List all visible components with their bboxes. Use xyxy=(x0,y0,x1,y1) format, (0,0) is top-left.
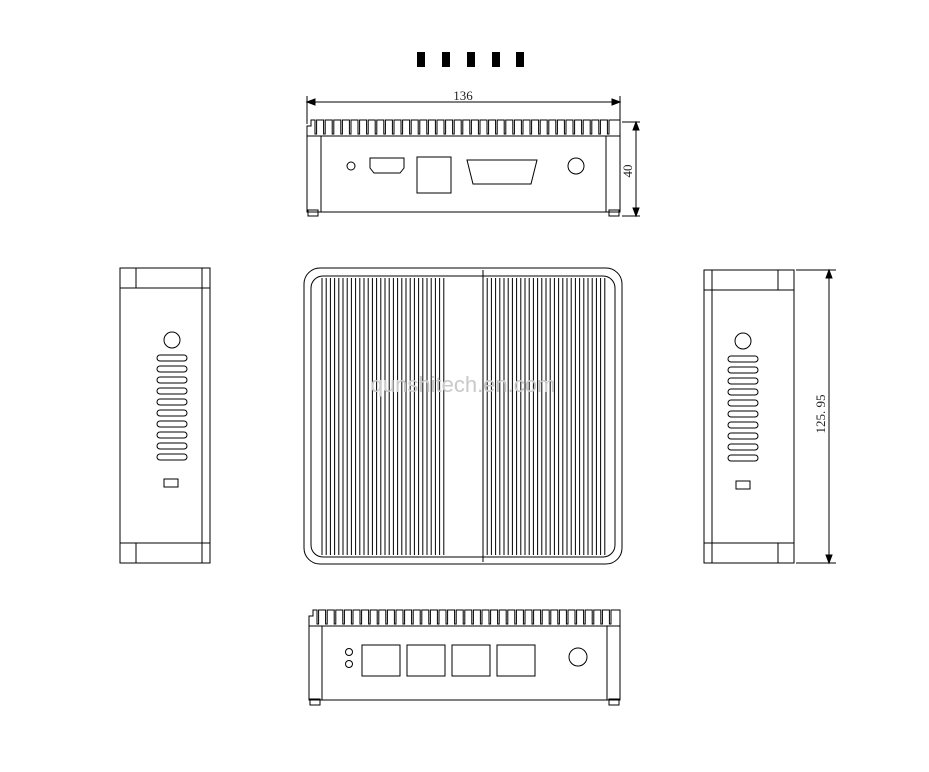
vent-slot xyxy=(156,354,188,362)
vent-slot xyxy=(156,409,188,417)
hdmi-port xyxy=(369,157,405,174)
vent-circle xyxy=(734,332,752,350)
vent-slot xyxy=(156,387,188,395)
heatsink-fins xyxy=(308,609,621,627)
vent-slots xyxy=(727,355,759,462)
front-view: 136 40 xyxy=(305,88,640,218)
vent-slot xyxy=(727,410,759,418)
lock-slot xyxy=(163,478,179,488)
fin-profile xyxy=(306,119,621,136)
vent-slot xyxy=(156,431,188,439)
led-hole xyxy=(346,161,356,171)
vent-slot xyxy=(156,398,188,406)
height-dimension-label: 40 xyxy=(620,165,635,178)
vent-slot xyxy=(727,366,759,374)
lan-port-2 xyxy=(406,644,446,677)
vent-circle xyxy=(163,331,181,349)
led-indicator xyxy=(345,660,353,668)
vent-slot xyxy=(727,443,759,451)
width-dimension-label: 136 xyxy=(453,88,473,103)
vent-slot xyxy=(156,420,188,428)
power-jack xyxy=(567,157,585,175)
right-side-view: 125. 95 xyxy=(703,268,836,565)
width-dimension: 136 xyxy=(305,88,622,124)
vent-slot xyxy=(727,421,759,429)
height-dimension: 40 xyxy=(620,120,640,218)
lan-port-4 xyxy=(496,644,536,677)
led-indicator xyxy=(345,648,353,656)
vent-slot xyxy=(727,454,759,462)
power-button xyxy=(568,647,588,667)
lan-port-1 xyxy=(361,644,401,677)
watermark: qunshitech.en.com xyxy=(371,372,556,397)
vent-slot xyxy=(727,432,759,440)
vent-slot xyxy=(727,399,759,407)
rear-view xyxy=(308,609,621,706)
vent-slot xyxy=(156,442,188,450)
vent-slots xyxy=(156,354,188,461)
top-view: qunshitech.en.com xyxy=(303,267,623,565)
vent-slot xyxy=(727,388,759,396)
vent-slot xyxy=(156,376,188,384)
vent-slot xyxy=(156,365,188,373)
header-mark xyxy=(417,52,524,67)
fin-profile xyxy=(308,609,621,626)
lan-port-3 xyxy=(451,644,491,677)
left-side-view xyxy=(119,267,211,564)
depth-dimension-label: 125. 95 xyxy=(813,395,828,434)
vga-port xyxy=(466,159,538,185)
vent-slot xyxy=(727,355,759,363)
vent-slot xyxy=(727,377,759,385)
lock-slot xyxy=(735,480,751,490)
vent-slot xyxy=(156,453,188,461)
depth-dimension: 125. 95 xyxy=(796,268,836,565)
heatsink-ribs xyxy=(321,270,606,562)
heatsink-fins xyxy=(306,119,621,137)
usb-port xyxy=(416,156,452,194)
